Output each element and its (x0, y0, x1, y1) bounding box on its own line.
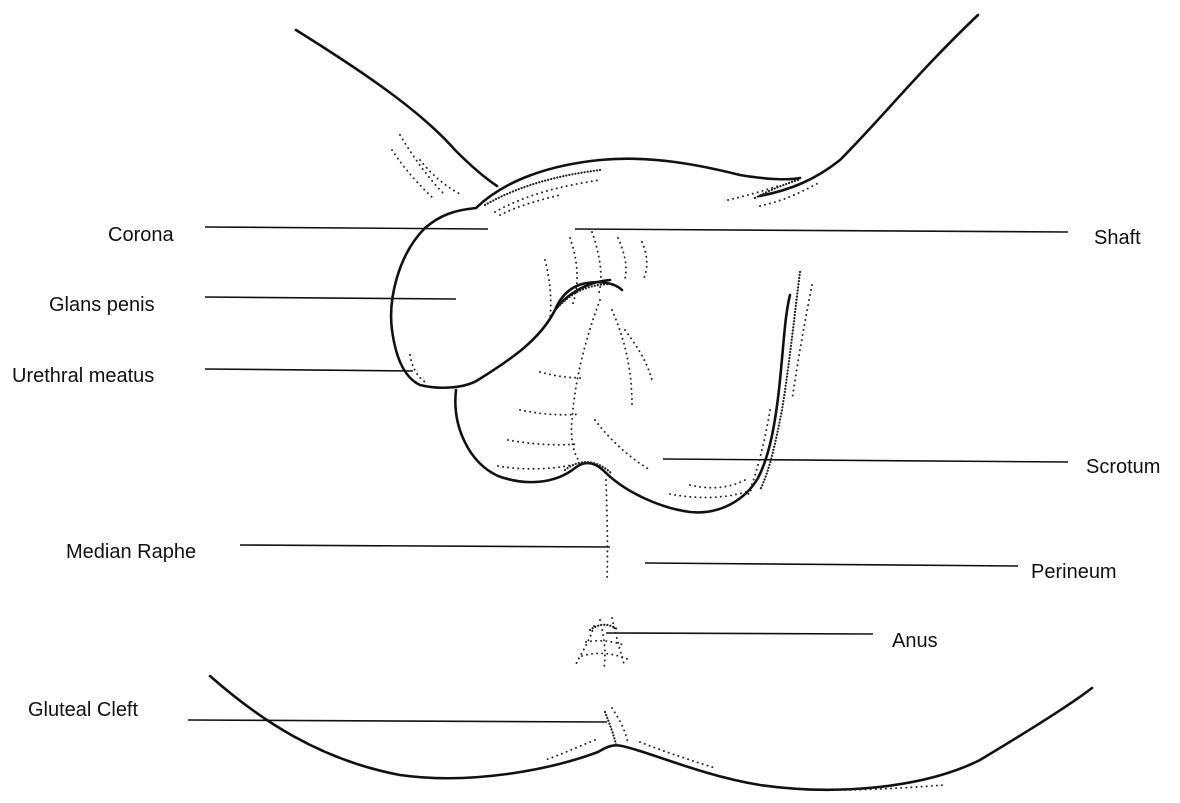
leader-gluteal-cleft (188, 720, 607, 722)
label-glans-penis: Glans penis (49, 295, 155, 315)
label-anus: Anus (892, 631, 938, 651)
leader-perineum (645, 563, 1018, 566)
shading-gluteal-cleft (605, 712, 616, 745)
leader-median-raphe (240, 545, 610, 547)
leader-shaft (575, 229, 1068, 232)
leader-corona (205, 227, 488, 229)
label-perineum: Perineum (1031, 562, 1117, 582)
right-thigh-line (760, 15, 978, 196)
left-thigh-line (296, 30, 497, 186)
shading-median-raphe (606, 480, 607, 580)
leader-urethral-meatus (205, 369, 413, 371)
label-gluteal-cleft: Gluteal Cleft (28, 700, 138, 720)
shading (392, 135, 945, 790)
penis-drawing (391, 159, 800, 388)
gluteal-outline (210, 676, 1092, 790)
label-corona: Corona (108, 225, 174, 245)
label-shaft: Shaft (1094, 228, 1141, 248)
shading-shaft-folds (545, 260, 551, 318)
shaft-top-outline (476, 159, 800, 208)
shading-left-thigh (400, 135, 445, 195)
leader-anus (606, 633, 873, 634)
leader-scrotum (663, 459, 1068, 462)
shading-corona (560, 284, 612, 305)
glans-outline (391, 208, 622, 388)
label-median-raphe: Median Raphe (66, 542, 196, 562)
scrotum-outline (455, 295, 790, 512)
buttocks-line (210, 676, 1092, 790)
leader-glans-penis (205, 297, 456, 299)
thigh-outlines (296, 15, 978, 196)
shading-scrotum-center (571, 300, 600, 462)
label-urethral-meatus: Urethral meatus (12, 366, 154, 386)
shading-right-shaft (755, 180, 798, 198)
scrotum-drawing (455, 295, 790, 512)
label-scrotum: Scrotum (1086, 457, 1160, 477)
